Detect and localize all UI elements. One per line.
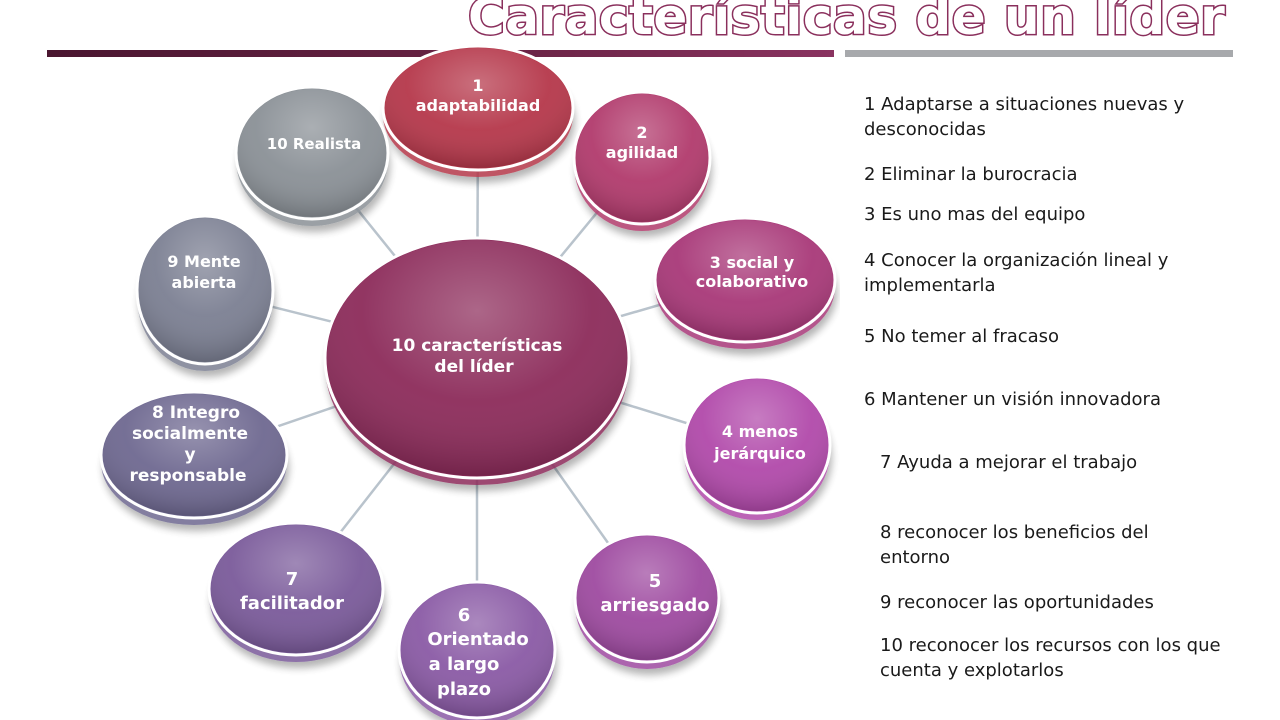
list-item: 7 Ayuda a mejorar el trabajo [880, 452, 1138, 473]
list-item: 8 reconocer los beneficios del entorno [880, 522, 1149, 568]
node-10: 10 Realista [234, 85, 390, 226]
title-rule-right [845, 50, 1233, 57]
list-item: 4 Conocer la organización lineal y imple… [864, 250, 1169, 296]
list-item: 1 Adaptarse a situaciones nuevas y desco… [864, 94, 1185, 140]
list-item: 5 No temer al fracaso [864, 326, 1060, 347]
list-item: 3 Es uno mas del equipo [864, 204, 1086, 225]
slide-title: Características de un líder [467, 0, 1227, 48]
list-item: 2 Eliminar la burocracia [864, 164, 1078, 185]
list-item: 9 reconocer las oportunidades [880, 592, 1154, 613]
list-item: 6 Mantener un visión innovadora [864, 389, 1161, 410]
list-item: 10 reconocer los recursos con los que cu… [880, 635, 1221, 681]
node-label-10: 10 Realista [267, 135, 361, 153]
